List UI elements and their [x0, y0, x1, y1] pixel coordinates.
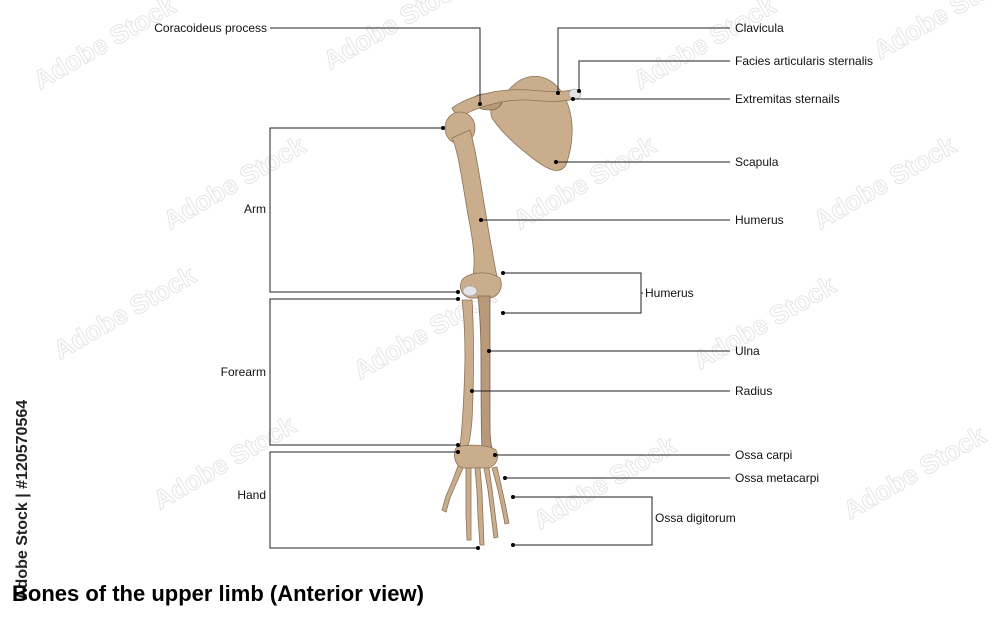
label-facies: Facies articularis sternalis	[735, 54, 873, 68]
watermark-text: Adobe Stock	[838, 419, 991, 525]
coracoideus-leader	[270, 27, 481, 103]
thumb-bones	[441, 465, 464, 513]
clavicula-leader	[557, 27, 730, 92]
humerus-distal-dot-top	[501, 271, 505, 275]
humerus-bone	[451, 129, 499, 283]
region-brackets	[269, 126, 480, 550]
watermark-text: Adobe Stock	[318, 0, 471, 75]
label-ossa-metacarpi: Ossa metacarpi	[735, 471, 819, 485]
label-ossa-digitorum: Ossa digitorum	[655, 511, 736, 525]
ossa-digitorum-dot-top	[511, 495, 515, 499]
watermark-text: Adobe Stock	[48, 259, 201, 365]
humerus-distal-dot-bottom	[501, 311, 505, 315]
capitulum-cartilage	[462, 285, 478, 297]
coracoideus-dot	[478, 102, 482, 106]
ossa-metacarpi-dot	[503, 476, 507, 480]
bone-illustration	[441, 75, 582, 546]
hand-dot-bottom	[476, 546, 480, 550]
label-ulna: Ulna	[735, 344, 760, 358]
watermark-text: Adobe Stock	[28, 0, 181, 95]
facies-leader	[578, 60, 730, 90]
index-finger-bones	[465, 467, 472, 541]
label-humerus-shaft: Humerus	[735, 213, 784, 227]
watermark-text: Adobe Stock	[628, 0, 781, 95]
arm-dot-bottom	[456, 290, 460, 294]
leader-lines	[270, 27, 730, 547]
scapula-dot	[554, 160, 558, 164]
label-ossa-carpi: Ossa carpi	[735, 448, 792, 462]
ossa-digitorum-bracket	[513, 496, 653, 546]
clavicula-dot	[556, 91, 560, 95]
labels: Coracoideus process Clavicula Facies art…	[154, 21, 873, 525]
watermark-text: Adobe Stock	[868, 0, 1000, 65]
hand-dot-top	[456, 450, 460, 454]
label-forearm: Forearm	[221, 365, 266, 379]
side-watermark: Adobe Stock | #120570564	[14, 400, 31, 600]
hand-bones	[441, 465, 510, 546]
ossa-digitorum-dot-bottom	[511, 543, 515, 547]
arm-dot-top	[441, 126, 445, 130]
watermark-text: Adobe Stock	[148, 409, 301, 515]
little-finger-bones	[491, 466, 510, 525]
label-radius: Radius	[735, 384, 772, 398]
facies-dot	[577, 89, 581, 93]
humerus-shaft-dot	[479, 218, 483, 222]
label-scapula: Scapula	[735, 155, 779, 169]
label-hand: Hand	[237, 488, 266, 502]
hand-bracket	[269, 451, 478, 549]
arm-bracket	[269, 127, 458, 293]
watermark-text: Adobe Stock	[688, 269, 841, 375]
forearm-bracket	[269, 298, 458, 446]
watermark-text: Adobe Stock	[808, 129, 961, 235]
humerus-distal-bracket	[503, 272, 642, 314]
ulna-bone	[477, 295, 493, 449]
ossa-carpi-dot	[493, 453, 497, 457]
watermark-text: Adobe Stock	[158, 129, 311, 235]
ulna-dot	[487, 349, 491, 353]
diagram-title: Bones of the upper limb (Anterior view)	[12, 581, 424, 606]
forearm-dot-bottom	[456, 443, 460, 447]
label-coracoideus: Coracoideus process	[154, 21, 267, 35]
label-clavicula: Clavicula	[735, 21, 784, 35]
label-humerus-distal: Humerus	[645, 286, 694, 300]
middle-finger-bones	[474, 467, 485, 546]
carpal-bones	[454, 444, 498, 469]
extremitas-dot	[571, 97, 575, 101]
ring-finger-bones	[483, 467, 499, 539]
forearm-dot-top	[456, 297, 460, 301]
label-extremitas: Extremitas sternails	[735, 92, 840, 106]
label-arm: Arm	[244, 202, 266, 216]
radius-dot	[470, 389, 474, 393]
